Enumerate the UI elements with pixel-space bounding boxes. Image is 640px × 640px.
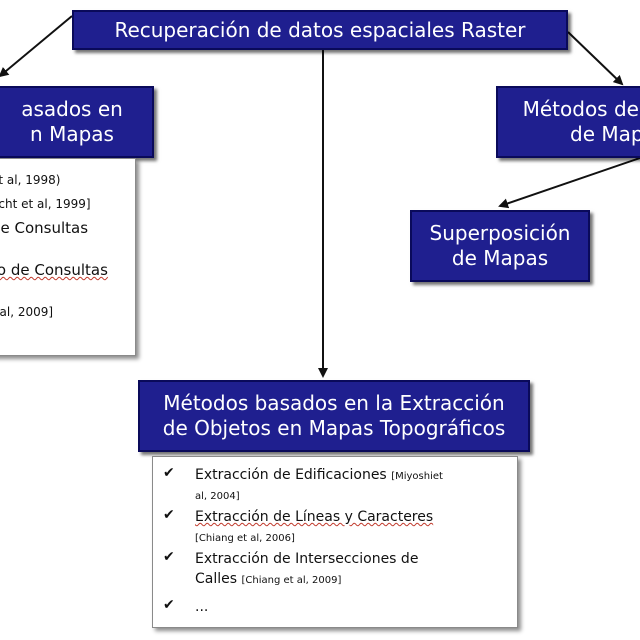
- list-item-label: ...: [195, 599, 209, 615]
- left-list-item: echt et al, 1999]: [0, 197, 91, 211]
- root-title: Recuperación de datos espaciales Raster: [114, 17, 526, 42]
- extraction-method-box: Métodos basados en la Extracción de Obje…: [138, 380, 530, 452]
- list-item-label: Extracción de Edificaciones: [195, 467, 387, 483]
- list-item-citation: [Chiang et al, 2009]: [241, 575, 342, 587]
- left-method-line1: asados en: [21, 97, 123, 121]
- list-item-label: Extracción de Intersecciones de: [195, 551, 419, 567]
- extraction-method-list: ✔ Extracción de Edificaciones [Miyoshiet…: [152, 456, 518, 628]
- arrow-root-to-left: [0, 15, 73, 78]
- left-method-line2: n Mapas: [30, 122, 114, 146]
- check-icon: ✔: [163, 465, 175, 481]
- arrow-right-to-superposition: [498, 157, 640, 209]
- arrow-root-to-right: [567, 31, 624, 86]
- list-item-citation: [Miyoshiet: [391, 471, 443, 482]
- left-method-box: asados en n Mapas: [0, 86, 154, 158]
- right-method-line1: Métodos de: [522, 97, 639, 121]
- left-list-item: de Consultas: [0, 219, 89, 237]
- extraction-method-line2: de Objetos en Mapas Topográficos: [162, 416, 506, 440]
- list-item: ✔ ...: [163, 597, 511, 617]
- extraction-method-line1: Métodos basados en la Extracción: [163, 391, 505, 415]
- list-item: ✔ Extracción de Edificaciones [Miyoshiet…: [163, 465, 511, 506]
- superposition-line2: de Mapas: [451, 246, 549, 270]
- check-icon: ✔: [163, 549, 175, 565]
- list-item: ✔ Extracción de Intersecciones de Calles…: [163, 549, 511, 590]
- left-method-list: et al, 1998) echt et al, 1999] de Consul…: [0, 158, 136, 356]
- left-list-item: to de Consultas: [0, 261, 108, 279]
- superposition-box: Superposición de Mapas: [410, 210, 590, 282]
- list-item: ✔ Extracción de Líneas y Caracteres [Chi…: [163, 507, 511, 548]
- left-list-item: t al, 2009]: [0, 305, 54, 319]
- list-item-label: Calles: [195, 571, 238, 588]
- superposition-line1: Superposición: [429, 221, 571, 245]
- left-list-item: et al, 1998): [0, 173, 61, 187]
- list-item-citation: [Chiang et al, 2006]: [195, 533, 295, 545]
- right-method-line2: de Map: [570, 122, 640, 146]
- list-item-citation: al, 2004]: [195, 491, 240, 503]
- check-icon: ✔: [163, 597, 175, 613]
- list-item-label: Extracción de Líneas y Caracteres: [195, 509, 434, 525]
- root-title-box: Recuperación de datos espaciales Raster: [72, 10, 568, 50]
- check-icon: ✔: [163, 507, 175, 523]
- right-method-box: Métodos de de Map: [496, 86, 640, 158]
